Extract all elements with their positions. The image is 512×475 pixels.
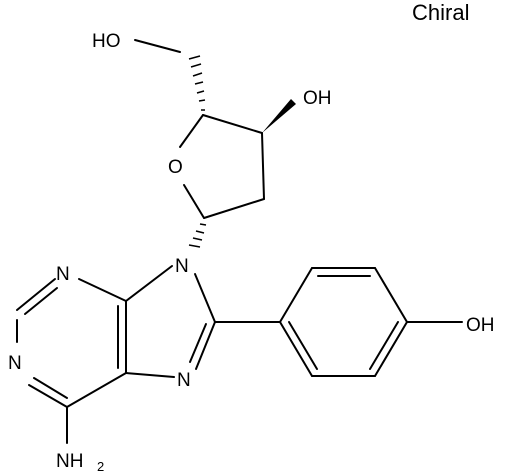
bold-wedge-c3-oh: [262, 99, 296, 133]
sugar-ring-bonds: [134, 39, 265, 219]
n3-label: N: [56, 264, 70, 285]
bond-ph4-ph5-inner: [369, 321, 399, 370]
ring-oxygen-label: O: [168, 157, 183, 178]
bond-o-c4: [179, 114, 204, 148]
bond-ph6-ph1-inner: [288, 321, 318, 370]
hydroxymethyl-ho-label: HO: [92, 31, 121, 52]
hashed-wedge-c4-c5: [188, 55, 206, 111]
bond-n7-c5: [125, 372, 175, 378]
bond-c6-n1: [28, 384, 68, 408]
bond-c5-oh: [134, 39, 181, 53]
bond-c5-c6: [66, 372, 127, 408]
hashed-wedge-c1-n9: [188, 223, 207, 248]
bond-c2-n3: [16, 278, 56, 311]
bond-c6-n1-inner: [33, 377, 68, 399]
bond-c2-n3-inner: [24, 287, 58, 315]
bond-ph1-ph2: [279, 267, 313, 323]
bond-n9-c4: [125, 265, 173, 302]
ring-hydroxyl-oh-label: OH: [303, 88, 332, 109]
bond-c8-n7-inner: [189, 323, 207, 363]
amine-nh-label: NH: [56, 451, 83, 472]
bond-c3-c2: [261, 132, 265, 200]
bond-n9-c8: [194, 273, 216, 323]
bond-c1-o: [183, 184, 205, 219]
chiral-label: Chiral: [412, 0, 469, 25]
n7-label: N: [177, 370, 191, 391]
stereo-bonds: [188, 55, 296, 248]
bond-ph6-ph1: [279, 321, 313, 377]
bond-c2-c1: [203, 198, 265, 219]
n9-label: N: [175, 256, 189, 277]
aromatic-bonds: [16, 265, 463, 444]
phenol-oh-label: OH: [466, 315, 495, 336]
bond-c8-n7: [195, 321, 216, 370]
bond-n3-c4: [78, 278, 127, 302]
bond-ph4-ph5: [374, 321, 408, 377]
amine-subscript-label: 2: [97, 459, 104, 474]
bond-ph3-ph4: [374, 267, 408, 323]
n1-label: N: [8, 353, 22, 374]
bond-c4-c3: [202, 114, 263, 134]
